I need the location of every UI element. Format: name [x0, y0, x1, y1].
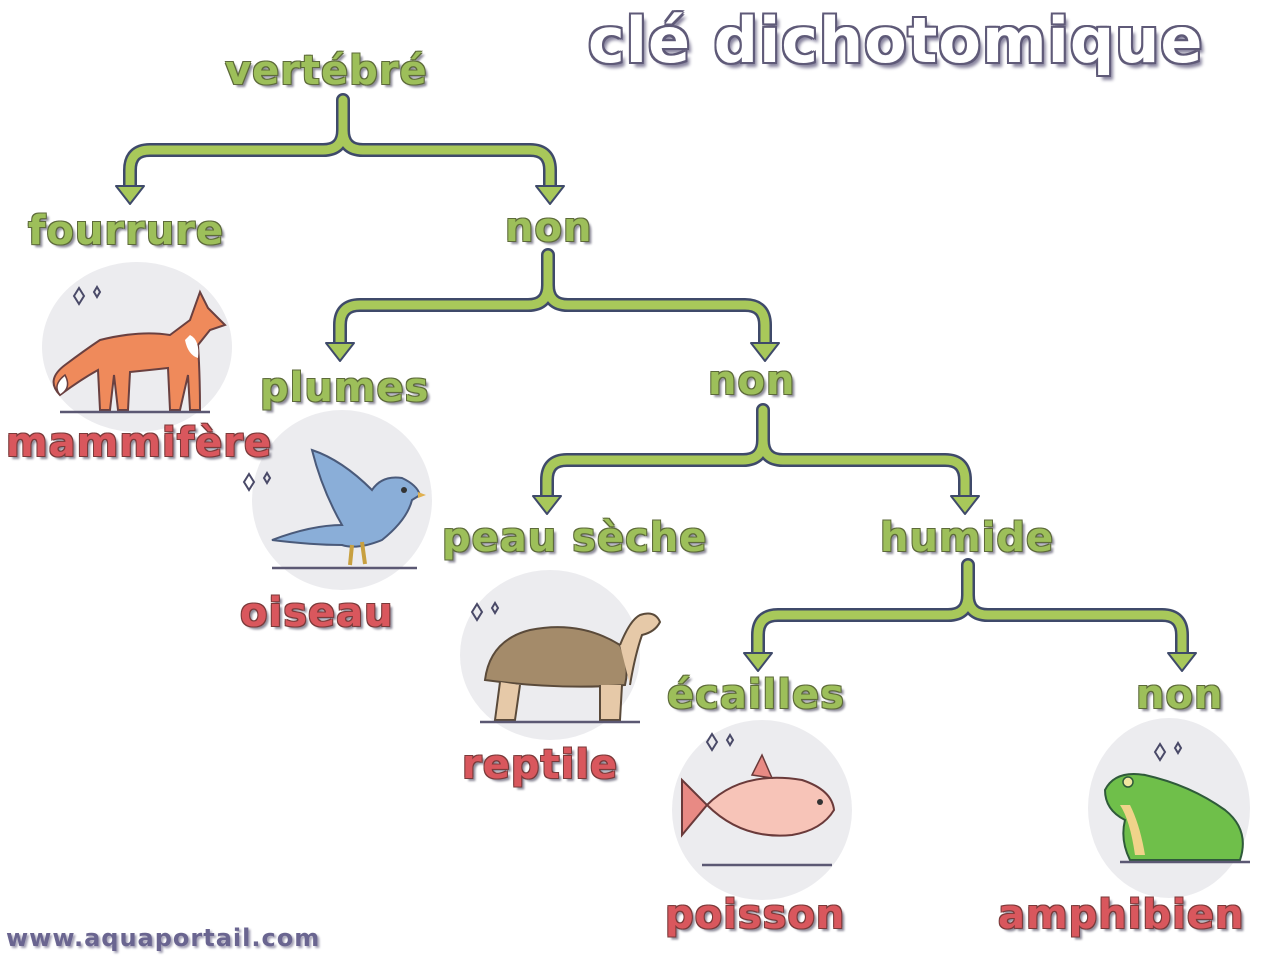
source-watermark: www.aquaportail.com [6, 924, 321, 952]
frog-icon [1103, 741, 1250, 864]
node-peau-seche: peau sèche [442, 515, 708, 561]
result-amphibien: amphibien [998, 892, 1245, 938]
tortoise-icon [470, 601, 662, 724]
result-reptile: reptile [462, 742, 619, 788]
connector-non-1 [325, 248, 780, 362]
node-plumes: plumes [260, 365, 430, 411]
node-non-1: non [505, 205, 593, 251]
result-poisson: poisson [665, 892, 846, 938]
result-oiseau: oiseau [240, 590, 394, 636]
node-vertebre: vertébré [225, 48, 428, 94]
connector-non-2 [532, 403, 980, 515]
diagram-title: clé dichotomique [588, 4, 1204, 77]
node-humide: humide [880, 515, 1055, 561]
result-mammifere: mammifère [6, 420, 273, 466]
node-ecailles: écailles [667, 672, 845, 718]
connector-vertebre [115, 93, 565, 205]
fox-icon [52, 285, 227, 414]
node-non-3: non [1136, 672, 1224, 718]
connector-humide [743, 558, 1197, 672]
node-fourrure: fourrure [28, 208, 225, 254]
node-non-2: non [708, 358, 796, 404]
bird-icon [242, 448, 426, 570]
fish-icon [681, 732, 836, 867]
